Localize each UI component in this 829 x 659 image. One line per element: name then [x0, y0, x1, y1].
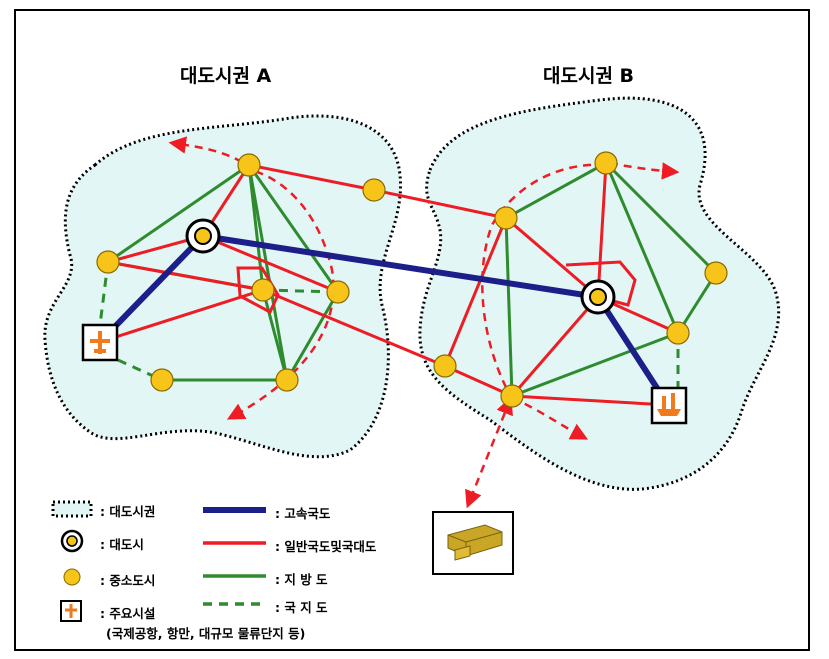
- legend-metro-area-label: : 대도시권: [100, 504, 156, 519]
- small-city: [500, 384, 524, 408]
- legend-national-support-road-label: : 국 지 도: [275, 600, 328, 615]
- logistics-complex-icon: [432, 511, 514, 575]
- metro-city-b: [580, 279, 616, 315]
- small-city: [594, 151, 618, 175]
- legend-small-city-label: : 중소도시: [100, 573, 156, 588]
- legend-facility-label: : 주요시설: [100, 606, 156, 621]
- small-city: [96, 250, 120, 274]
- general-national-roads: [98, 162, 679, 407]
- small-city: [275, 368, 299, 392]
- legend-symbols: [51, 500, 266, 622]
- legend-general-road-label: : 일반국도및국대도: [275, 539, 377, 554]
- small-city: [150, 368, 174, 392]
- legend-facility-note: (국제공항, 항만, 대규모 물류단지 등): [106, 626, 306, 641]
- legend-metro-city-symbol: [60, 529, 84, 553]
- small-cities: [96, 151, 728, 408]
- small-city: [494, 206, 518, 230]
- growth-arc-b: [481, 163, 606, 396]
- region-title-a: 대도시권 A: [180, 65, 272, 87]
- metro-area-a: [43, 114, 403, 459]
- legend-facility-symbol: [60, 600, 82, 622]
- small-city: [326, 280, 350, 304]
- port-facility-icon: [650, 386, 688, 425]
- small-city: [704, 261, 728, 285]
- small-city: [237, 153, 261, 177]
- airport-facility-icon: [81, 323, 119, 362]
- growth-arrow-a-nw: [168, 136, 243, 164]
- small-city: [433, 354, 457, 378]
- growth-arrow-b-se: [511, 396, 589, 440]
- region-title-b: 대도시권 B: [543, 65, 635, 87]
- metro-city-a: [185, 218, 221, 254]
- small-city: [666, 321, 690, 345]
- legend-small-city-symbol: [63, 568, 81, 586]
- small-city: [251, 278, 275, 302]
- small-city: [362, 178, 386, 202]
- diagram-frame: [14, 9, 810, 651]
- legend-expressway-label: : 고속국도: [275, 506, 331, 521]
- legend-metro-city-label: : 대도시: [100, 537, 144, 552]
- legend-local-road-label: : 지 방 도: [275, 572, 328, 587]
- connection-to-port-arrow: [465, 396, 513, 509]
- legend-metro-area-swatch: [51, 500, 93, 518]
